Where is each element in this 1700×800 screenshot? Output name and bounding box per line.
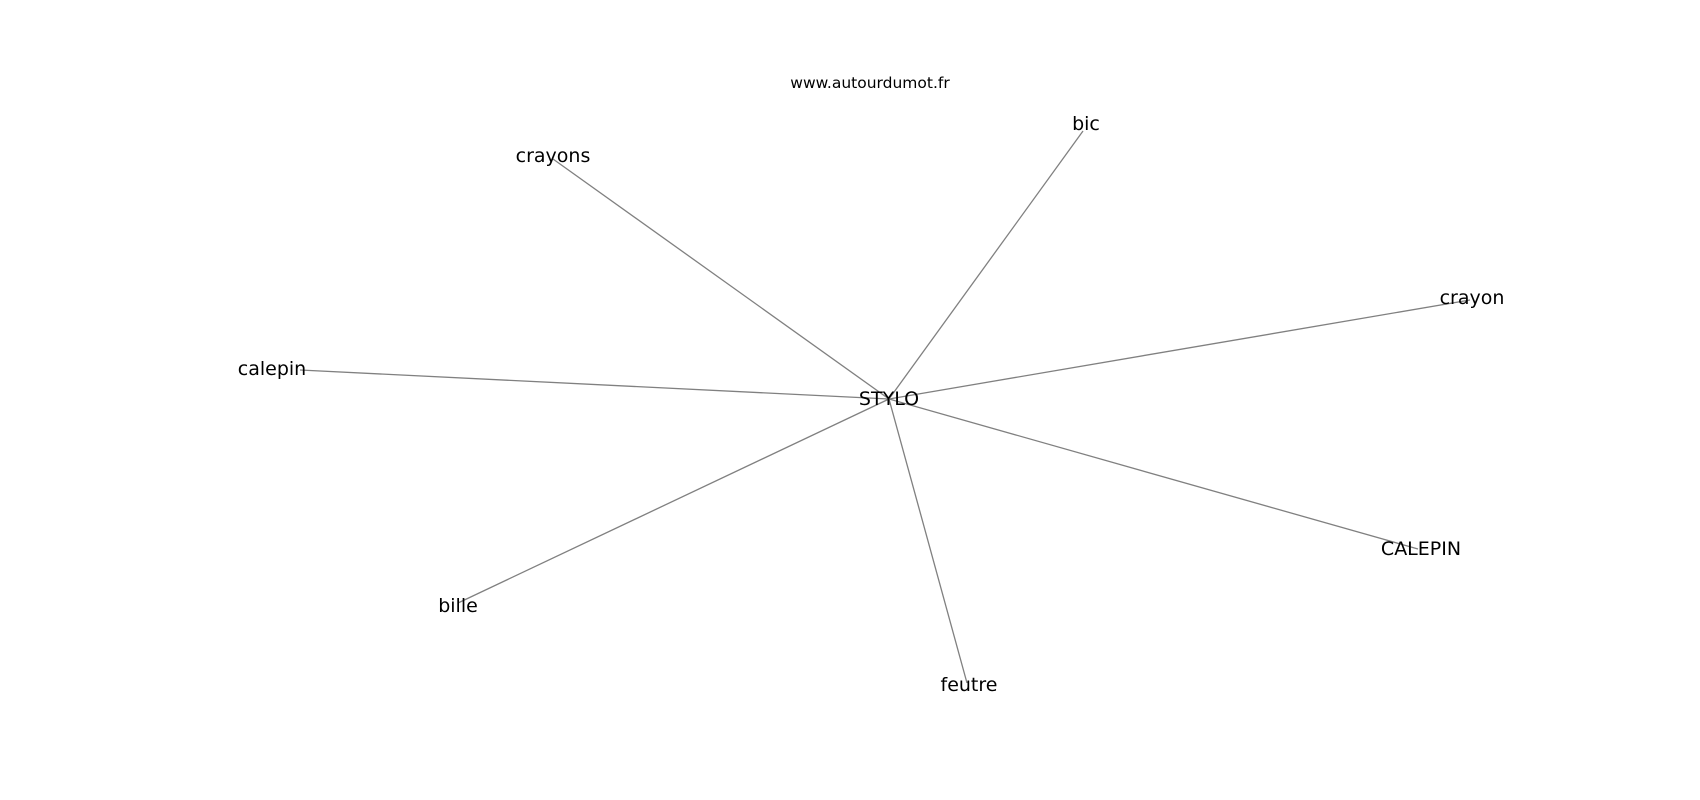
node-label-CALEPIN: CALEPIN	[1381, 538, 1461, 560]
edge-stylo-bille	[457, 398, 890, 604]
watermark-text: www.autourdumot.fr	[790, 74, 950, 92]
node-label-crayon: crayon	[1440, 287, 1505, 309]
node-label-calepin: calepin	[238, 358, 306, 380]
edge-stylo-feutre	[888, 398, 968, 684]
node-label-bic: bic	[1072, 113, 1100, 135]
edge-stylo-crayon	[888, 299, 1471, 400]
node-label-crayons: crayons	[516, 145, 591, 167]
edge-stylo-bic	[888, 130, 1084, 400]
node-label-feutre: feutre	[941, 674, 998, 696]
edge-stylo-CALEPIN	[888, 398, 1419, 550]
edge-stylo-calepin	[299, 369, 890, 400]
node-label-center: STYLO	[859, 388, 919, 410]
edge-stylo-crayons	[552, 158, 890, 400]
node-label-bille: bille	[438, 595, 478, 617]
